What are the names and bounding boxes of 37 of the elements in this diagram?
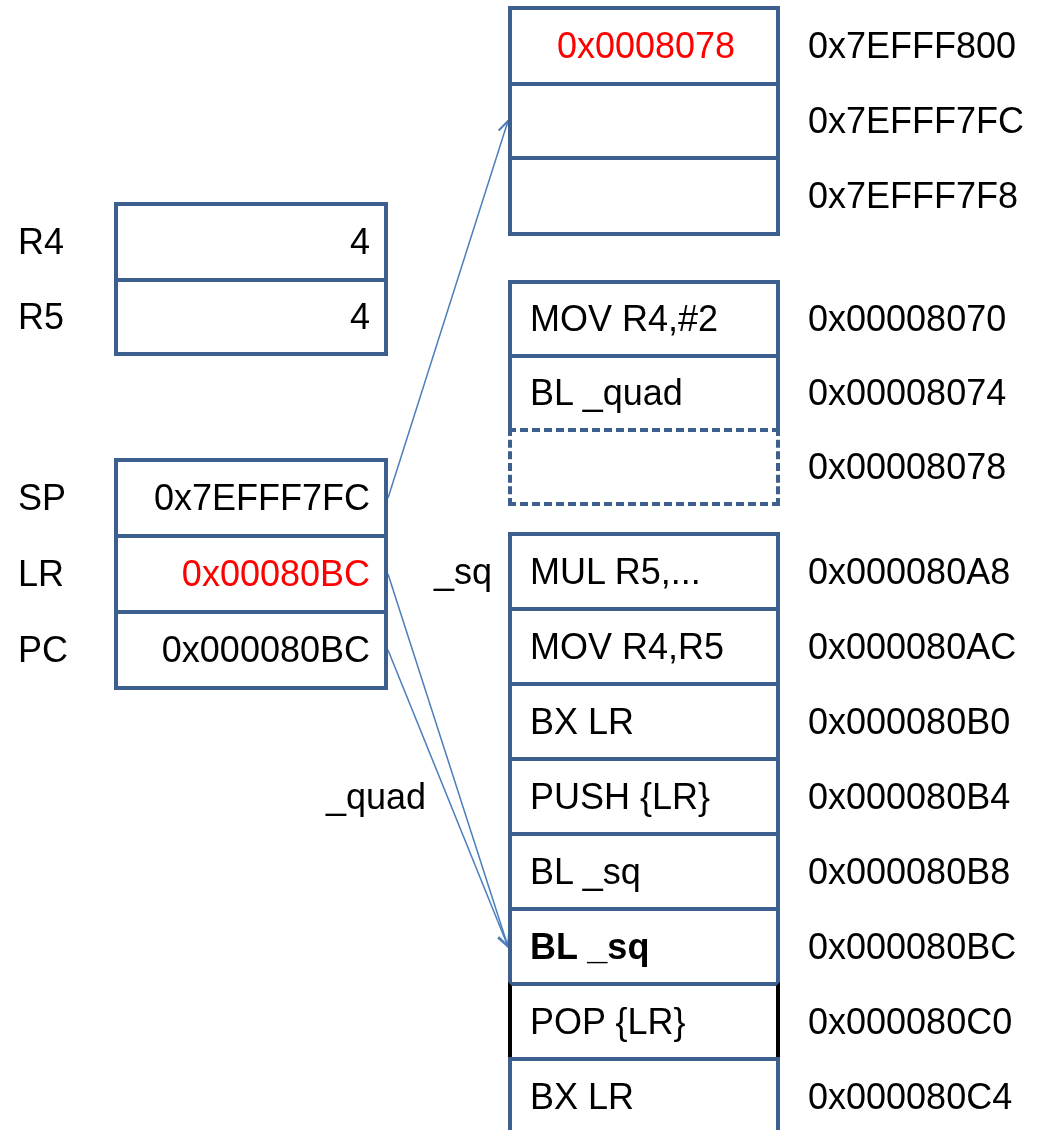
address-label: 0x00008070 — [808, 298, 1007, 340]
instruction-text: MOV R4,#2 — [530, 298, 719, 340]
register-value: 0x00080BC — [181, 553, 370, 595]
instruction-text: BX LR — [530, 1075, 635, 1118]
register-name: LR — [18, 553, 65, 595]
register-value: 4 — [349, 296, 370, 338]
function-label: _sq — [433, 550, 492, 593]
register-value: 0x7EFFF7FC — [153, 477, 370, 519]
address-label: 0x000080B4 — [808, 775, 1011, 818]
address-label: 0x000080B8 — [808, 850, 1011, 893]
address-label: 0x00008074 — [808, 372, 1007, 414]
address-label: 0x000080AC — [808, 625, 1017, 668]
instruction-text: BL _sq — [530, 850, 641, 893]
register-name: PC — [18, 629, 68, 671]
address-label: 0x000080B0 — [808, 700, 1011, 743]
instruction-text: PUSH {LR} — [530, 775, 711, 818]
instruction-text: BX LR — [530, 700, 635, 743]
address-label: 0x000080C0 — [808, 1000, 1013, 1043]
instruction-text: BL _quad — [530, 372, 683, 414]
address-label: 0x000080BC — [808, 925, 1017, 968]
register-value: 0x000080BC — [161, 629, 370, 671]
instruction-text: MUL R5,... — [530, 550, 701, 593]
register-name: R5 — [18, 296, 65, 338]
address-label: 0x00008078 — [808, 446, 1007, 488]
address-label: 0x000080A8 — [808, 550, 1011, 593]
address-label: 0x000080C4 — [808, 1075, 1013, 1118]
stack-value: 0x0008078 — [556, 25, 736, 67]
instruction-text: POP {LR} — [530, 1000, 686, 1043]
address-label: 0x7EFFF7FC — [808, 100, 1025, 142]
address-label: 0x7EFFF7F8 — [808, 175, 1019, 217]
register-name: SP — [18, 477, 67, 519]
function-label: _quad — [325, 775, 426, 818]
instruction-text: MOV R4,R5 — [530, 625, 725, 668]
instruction-text: BL _sq — [530, 925, 650, 968]
register-name: R4 — [18, 221, 65, 263]
address-label: 0x7EFFF800 — [808, 25, 1017, 67]
register-value: 4 — [349, 221, 370, 263]
